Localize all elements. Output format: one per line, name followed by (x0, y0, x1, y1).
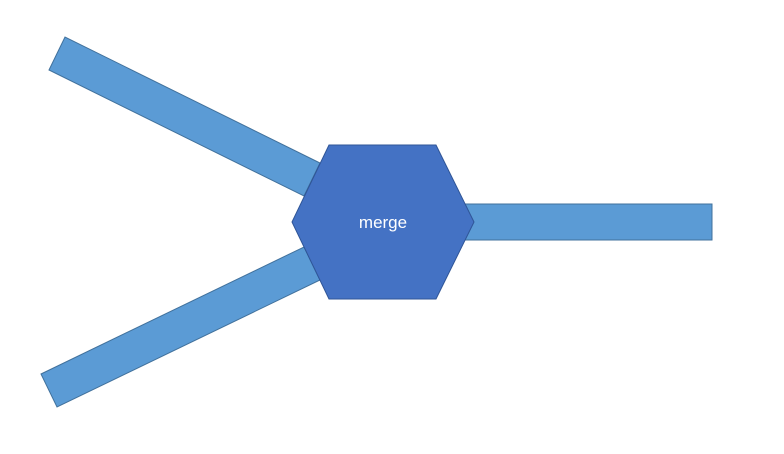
input-lower-bar (40, 246, 321, 408)
merge-label: merge (359, 213, 407, 232)
input-upper-bar (48, 36, 321, 197)
merge-hexagon (291, 144, 475, 300)
output-bar (454, 203, 713, 241)
